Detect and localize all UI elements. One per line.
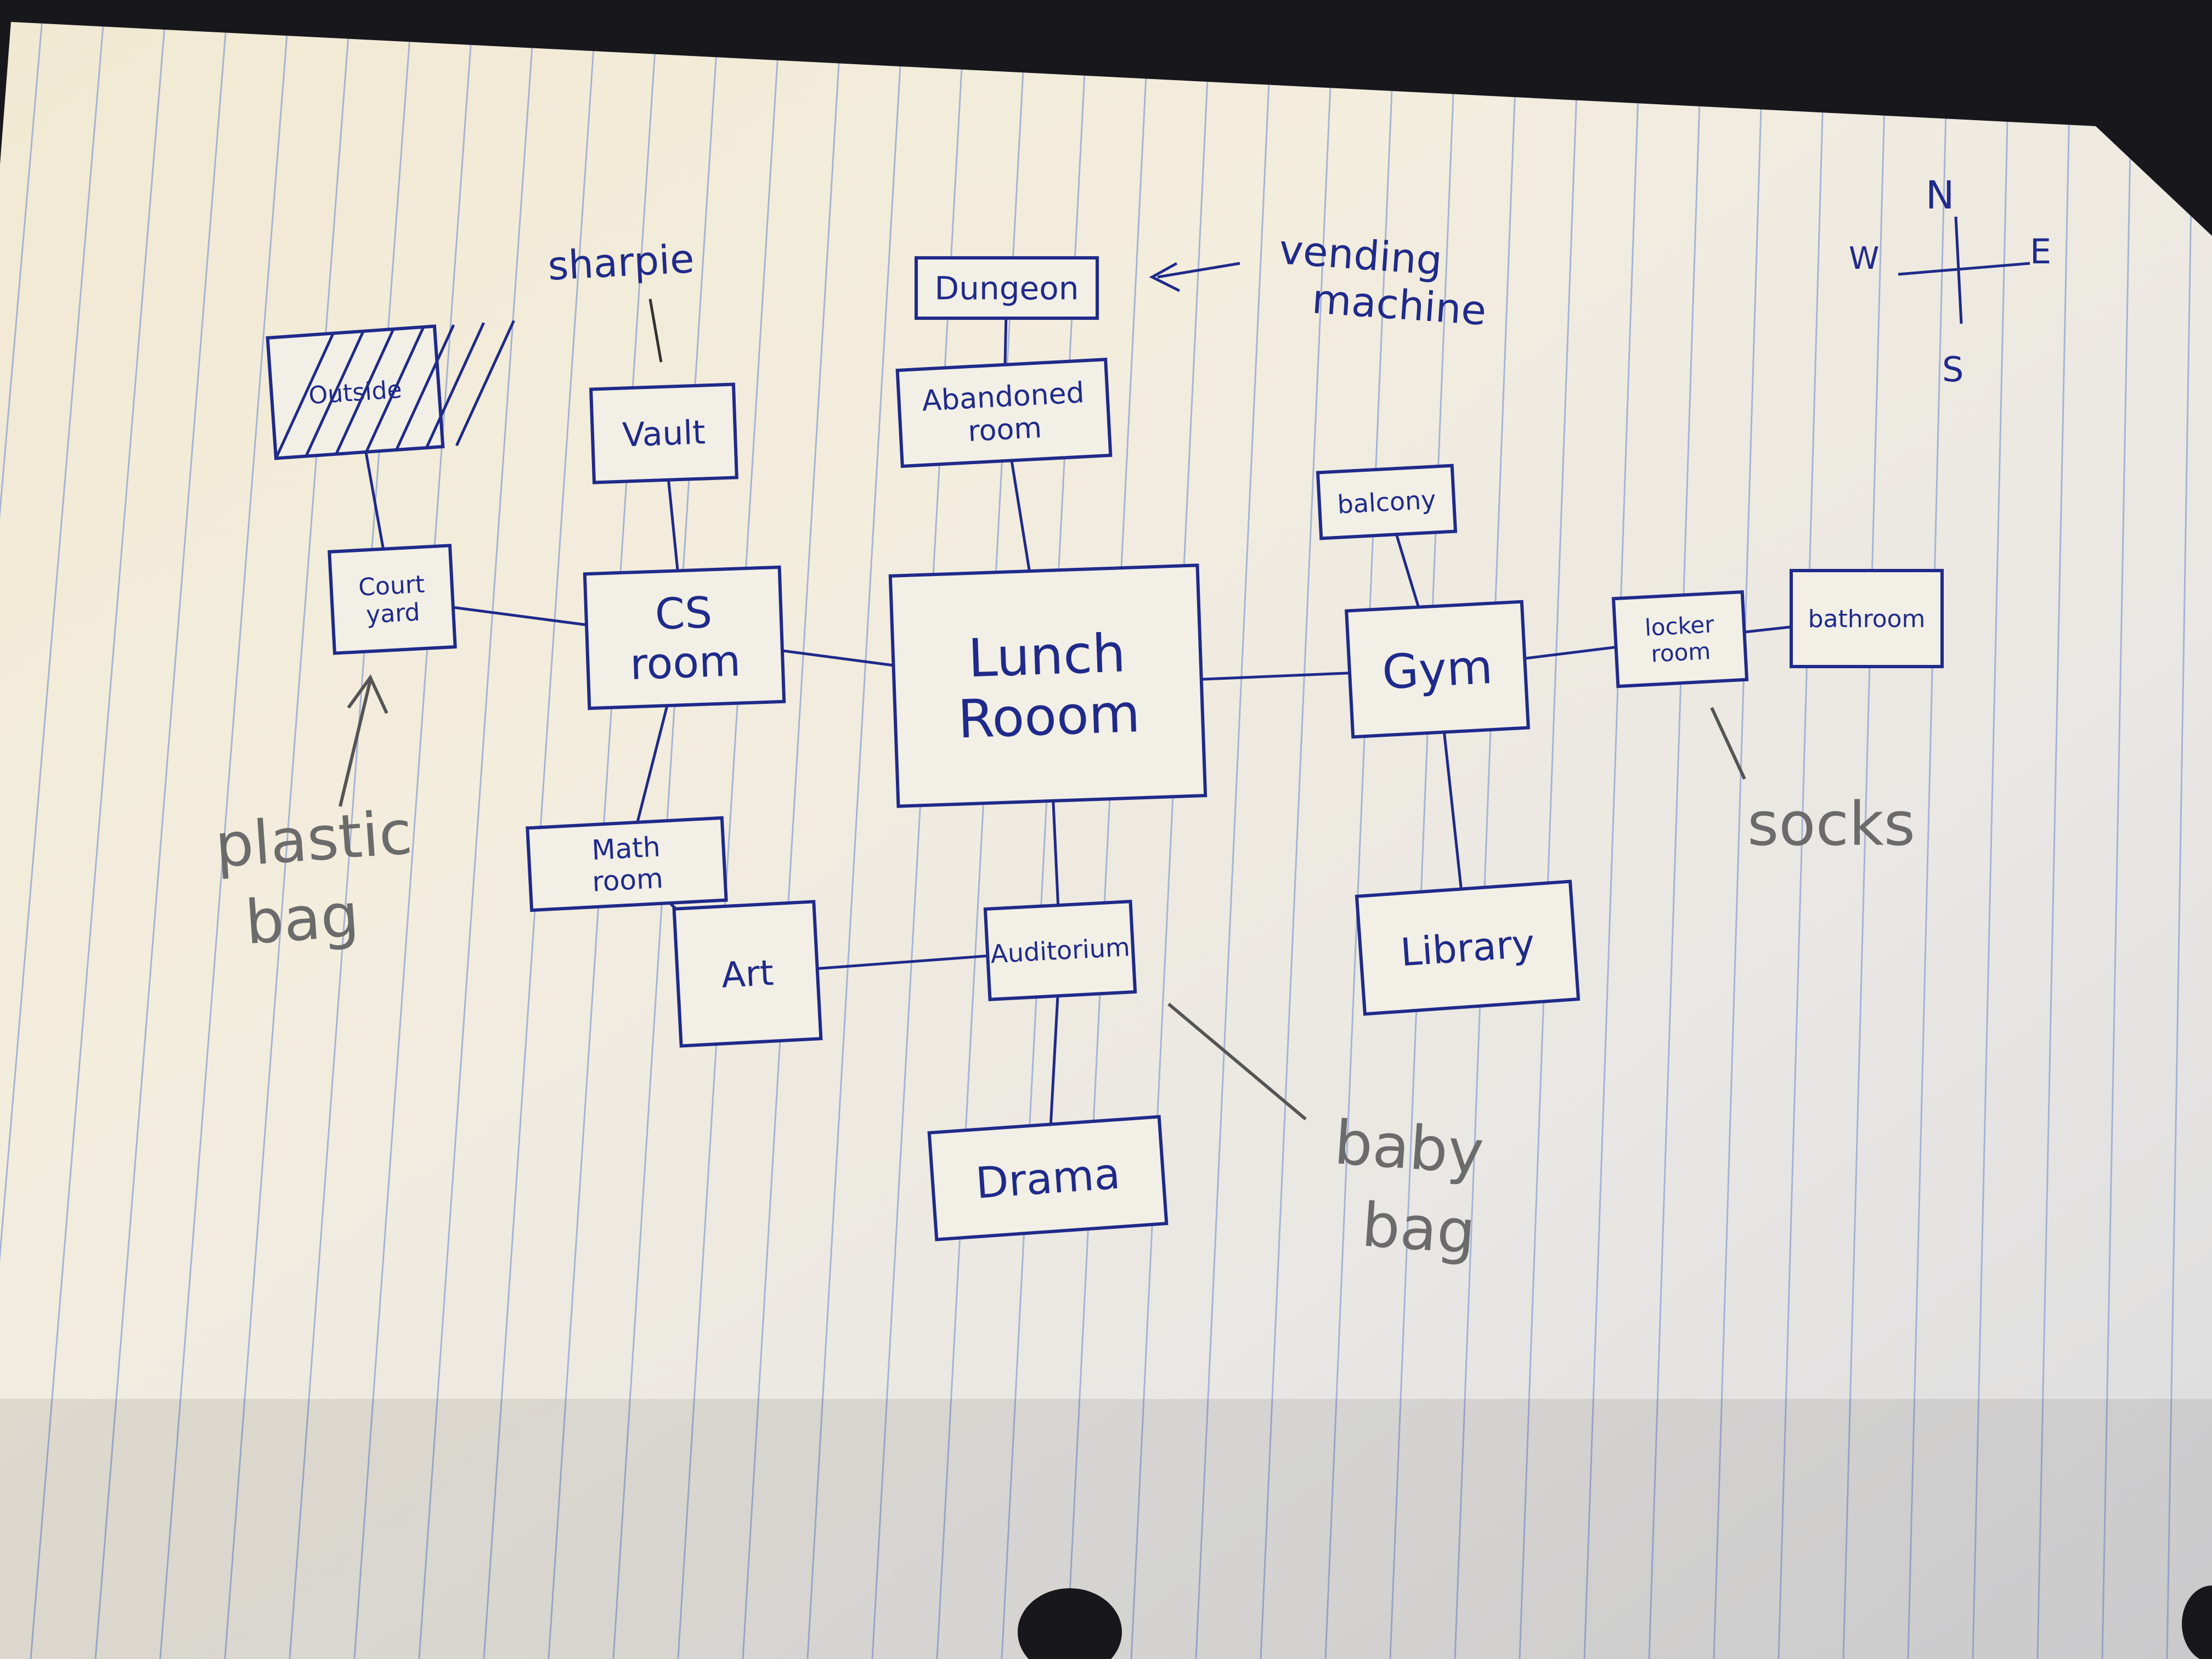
compass-east: E [2030,232,2051,272]
room-library: Library [1355,879,1581,1016]
compass-south: S [1942,349,1963,390]
room-label: Court [358,571,425,602]
svg-text:socks: socks [1747,789,1915,859]
note-plastic-bag: plastic bag [213,674,414,958]
svg-text:baby: baby [1332,1107,1486,1188]
note-baby-bag: baby bag [1167,1002,1486,1267]
binder-hole [2182,1585,2212,1659]
room-outside: Outside [266,320,515,460]
room-bathroom: bathroom [1790,569,1944,668]
room-label: Math [591,831,661,866]
room-gym: Gym [1345,600,1530,739]
svg-text:plastic: plastic [213,797,414,881]
room-label: Vault [622,413,706,454]
svg-text:bag: bag [1359,1189,1477,1267]
note-sharpie: sharpie [546,235,695,289]
room-label: Drama [974,1149,1121,1209]
room-label: Outside [308,376,403,410]
note-socks: socks [1710,707,1915,859]
room-label: yard [365,599,421,629]
room-label: balcony [1336,484,1437,519]
paper-sheet [0,22,2212,1659]
room-art: Art [672,900,823,1048]
room-label: bathroom [1808,605,1926,633]
room-drama: Drama [927,1115,1169,1242]
compass-north: N [1926,173,1954,218]
room-vault: Vault [589,382,738,484]
item-notes: sharpie vending machine plastic bag sock… [213,226,1915,1267]
room-label: Gym [1381,640,1494,700]
scribble-hatch [274,320,515,459]
compass-rose: N E S W [1849,173,2051,390]
room-label: room [629,636,742,690]
room-label: Art [720,953,775,996]
room-dungeon: Dungeon [915,256,1099,320]
room-balcony: balcony [1316,464,1458,540]
room-label: Rooom [957,682,1141,751]
room-label: CS [654,588,713,640]
binder-hole [1018,1588,1122,1659]
room-label: room [591,862,664,898]
room-label: locker [1644,611,1716,641]
room-auditorium: Auditorium [983,900,1137,1001]
room-label: Lunch [967,622,1127,689]
room-label: room [967,411,1042,448]
svg-text:vending: vending [1278,226,1444,285]
room-label: Dungeon [935,269,1079,307]
svg-text:bag: bag [243,880,361,958]
room-label: Auditorium [990,932,1131,969]
compass-west: W [1849,241,1879,276]
room-label: room [1650,637,1711,668]
room-label: Library [1399,921,1536,975]
